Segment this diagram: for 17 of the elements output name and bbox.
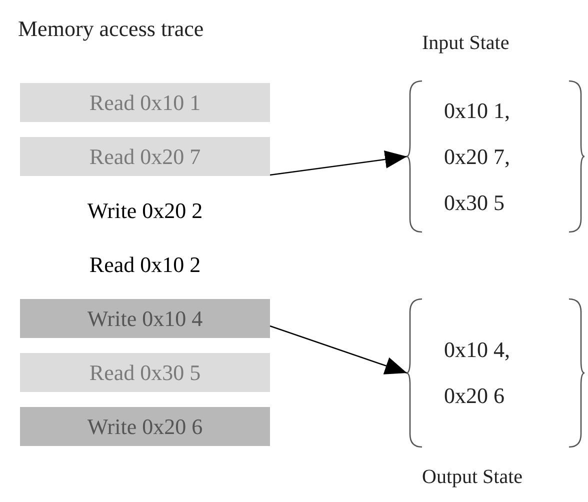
state-entry: 0x20 6 (444, 382, 504, 410)
arrow (270, 325, 408, 374)
trace-row: Read 0x20 7 (20, 137, 270, 176)
state-entry: 0x10 4, (444, 336, 510, 364)
state-entry: 0x30 5 (444, 188, 504, 216)
trace-row: Write 0x20 6 (20, 407, 270, 446)
state-entry: 0x10 1, (444, 96, 510, 124)
trace-row: Write 0x20 2 (20, 191, 270, 230)
state-heading: Output State (422, 465, 523, 490)
title: Memory access trace (18, 15, 204, 43)
state-heading: Input State (422, 31, 510, 56)
trace-row: Read 0x30 5 (20, 353, 270, 392)
state-entry: 0x20 7, (444, 142, 510, 170)
trace-row: Read 0x10 1 (20, 83, 270, 122)
trace-row: Read 0x10 2 (20, 245, 270, 284)
arrow (270, 150, 408, 176)
trace-row: Write 0x10 4 (20, 299, 270, 338)
